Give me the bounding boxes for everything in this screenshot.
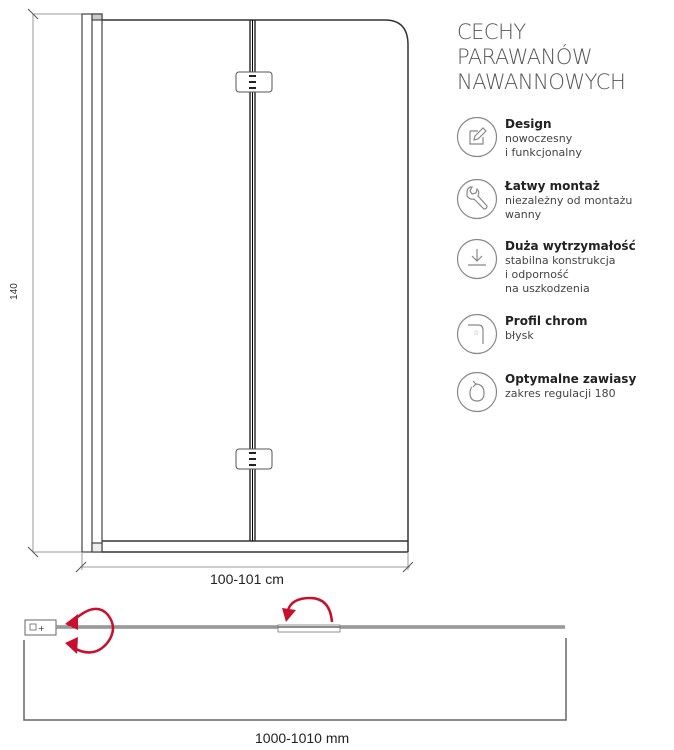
feature-description: na uszkodzenia xyxy=(505,282,590,295)
title-line: PARAWANÓW xyxy=(457,45,593,69)
feature-description: i odporność xyxy=(505,268,569,281)
svg-text:+: + xyxy=(38,624,45,633)
feature-heading: Łatwy montaż xyxy=(505,179,600,193)
feature-heading: Design xyxy=(505,117,552,131)
arrow-head-up xyxy=(65,614,78,630)
top-view: + xyxy=(23,619,567,721)
width-dimension-line xyxy=(75,552,414,573)
rotate-hinge-icon xyxy=(456,371,498,413)
top-view-width-label: 1000-1010 mm xyxy=(255,730,350,746)
height-dimension-label: 140 xyxy=(8,283,20,300)
features-title: CECHY PARAWANÓW NAWANNOWYCH xyxy=(457,20,626,95)
feature-description: nowoczesny xyxy=(505,132,573,145)
pencil-edit-icon xyxy=(456,116,498,158)
rotation-arrow-hinge xyxy=(286,596,334,623)
arrow-head-hinge xyxy=(282,608,296,622)
feature-heading: Duża wytrzymałość xyxy=(505,239,636,253)
title-line: CECHY xyxy=(457,20,526,44)
hinge-top xyxy=(235,71,273,93)
feature-description: wanny xyxy=(505,208,542,221)
feature-heading: Profil chrom xyxy=(505,314,588,328)
feature-description: stabilna konstrukcja xyxy=(505,254,616,267)
height-dimension-line xyxy=(27,8,82,558)
glass-panels xyxy=(102,19,409,553)
feature-description: i funkcjonalny xyxy=(505,146,582,159)
width-dimension-label: 100-101 cm xyxy=(210,571,284,587)
chrome-profile-icon: ☆ xyxy=(456,313,498,355)
download-arrow-icon xyxy=(456,238,498,280)
feature-description: błysk xyxy=(505,329,534,342)
svg-text:☆: ☆ xyxy=(473,329,479,337)
hinge-bottom xyxy=(235,448,273,470)
title-line: NAWANNOWYCH xyxy=(457,70,626,94)
wall-profile xyxy=(81,13,103,553)
arrow-head-down xyxy=(65,637,78,654)
wrench-icon xyxy=(456,178,498,220)
feature-heading: Optymalne zawiasy xyxy=(505,372,637,386)
feature-description: niezależny od montażu xyxy=(505,194,633,207)
feature-description: zakres regulacji 180 xyxy=(505,387,616,400)
rotation-arrow-wall xyxy=(71,607,115,654)
